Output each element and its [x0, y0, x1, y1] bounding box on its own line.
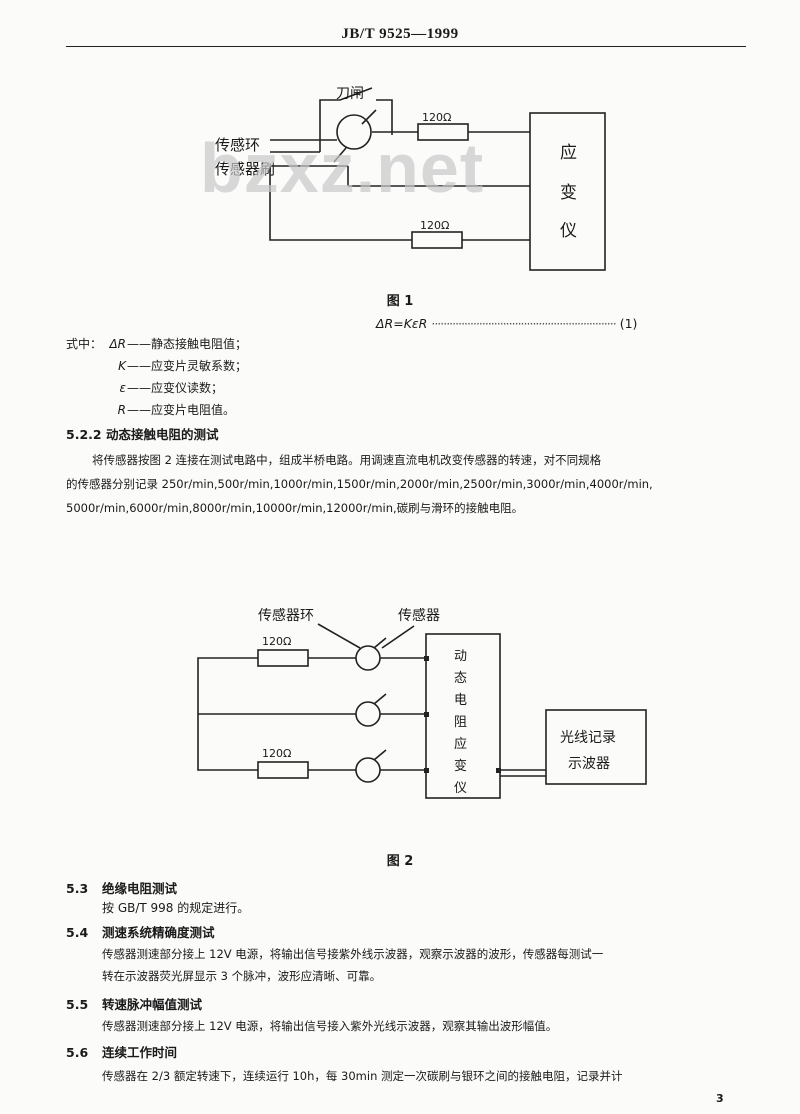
fig2-amp-char: 应	[454, 736, 467, 752]
fig2-amp-char: 阻	[454, 715, 467, 730]
formula-leader-dots: ········································…	[431, 316, 616, 331]
where-symbol: ΔR	[109, 337, 126, 351]
section-heading-5-6: 5.6 连续工作时间	[66, 1042, 177, 1061]
where-symbol: K	[118, 359, 126, 373]
switch-label: 刀闸	[336, 86, 364, 102]
brush-label: 传感器刷	[215, 160, 275, 178]
where-desc: ——应变仪读数；	[127, 381, 224, 395]
page-number: 3	[716, 1092, 724, 1105]
fig2-amp-char: 动	[454, 649, 467, 664]
section-number: 5.3	[66, 881, 89, 896]
where-desc: ——应变片电阻值。	[127, 403, 236, 417]
where-desc: ——静态接触电阻值；	[127, 337, 248, 351]
formula-expression: ΔR=KεR	[376, 316, 428, 331]
fig2-amp-char: 态	[454, 671, 467, 686]
section-title: 测速系统精确度测试	[102, 925, 215, 940]
paragraph-line: 传感器在 2/3 额定转速下，连续运行 10h，每 30min 测定一次碳刷与银…	[102, 1069, 623, 1083]
fig2-amp-char: 电	[454, 693, 467, 708]
where-desc: ——应变片灵敏系数；	[127, 359, 248, 373]
formula-1: ΔR=KεR ·································…	[376, 316, 637, 331]
section-number: 5.5	[66, 997, 89, 1012]
meter-label-1: 应	[560, 143, 577, 163]
section-number: 5.6	[66, 1045, 89, 1060]
section-heading-5-5: 5.5 转速脉冲幅值测试	[66, 994, 202, 1013]
paragraph-line: 5000r/min,6000r/min,8000r/min,10000r/min…	[66, 501, 524, 515]
meter-label-2: 变	[560, 183, 577, 203]
fig2-ring-label: 传感器环	[258, 607, 314, 624]
watermark: bzxz.net	[200, 129, 485, 207]
where-lead: 式中：	[66, 337, 103, 351]
figure-1-circuit: 刀闸 传感环 传感器刷 120Ω 120Ω 应 变 仪	[215, 86, 606, 271]
section-number: 5.4	[66, 925, 89, 940]
section-number: 5.2.2	[66, 427, 102, 442]
fig2-resistor-bottom-label: 120Ω	[262, 747, 291, 760]
paragraph-line: 按 GB/T 998 的规定进行。	[102, 901, 250, 915]
section-title: 连续工作时间	[102, 1045, 178, 1060]
meter-label-3: 仪	[560, 221, 577, 241]
paragraph-line: 的传感器分别记录 250r/min,500r/min,1000r/min,150…	[66, 477, 653, 491]
fig2-sensor-label: 传感器	[398, 607, 440, 624]
section-heading-5-3: 5.3 绝缘电阻测试	[66, 878, 177, 897]
section-heading-5-2-2: 5.2.2 动态接触电阻的测试	[66, 424, 219, 443]
section-heading-5-4: 5.4 测速系统精确度测试	[66, 922, 215, 941]
fig2-resistor-top-label: 120Ω	[262, 635, 291, 648]
paragraph-line: 将传感器按图 2 连接在测试电路中，组成半桥电路。用调速直流电机改变传感器的转速…	[92, 453, 602, 467]
recorder-label-line-1: 光线记录	[560, 730, 616, 746]
paragraph-line: 传感器测速部分接上 12V 电源，将输出信号接入紫外光线示波器，观察其输出波形幅…	[102, 1019, 558, 1033]
figure-2-circuit: 传感器环 传感器 120Ω 120Ω 动 态 电 阻 应 变 仪 光线记录 示波…	[197, 607, 647, 799]
figure-1-caption: 图 1	[386, 294, 414, 309]
formula-number: (1)	[619, 316, 638, 331]
section-title: 绝缘电阻测试	[102, 881, 178, 896]
where-symbol: R	[117, 403, 126, 417]
fig2-amp-char: 仪	[454, 781, 467, 796]
where-symbol: ε	[119, 381, 127, 395]
figure-2-caption: 图 2	[386, 854, 414, 869]
resistor-top-label: 120Ω	[422, 111, 451, 124]
section-title: 转速脉冲幅值测试	[102, 997, 203, 1012]
fig2-amp-char: 变	[454, 758, 467, 774]
section-title: 动态接触电阻的测试	[106, 427, 219, 442]
paragraph-line: 转在示波器荧光屏显示 3 个脉冲，波形应清晰、可靠。	[102, 969, 382, 983]
recorder-label-line-2: 示波器	[568, 756, 610, 772]
ring-label: 传感环	[215, 136, 260, 154]
resistor-bottom-label: 120Ω	[420, 219, 449, 232]
header-rule	[66, 46, 746, 47]
paragraph-line: 传感器测速部分接上 12V 电源，将输出信号接紫外线示波器，观察示波器的波形，传…	[102, 947, 604, 961]
standard-number: JB/T 9525—1999	[341, 26, 459, 42]
